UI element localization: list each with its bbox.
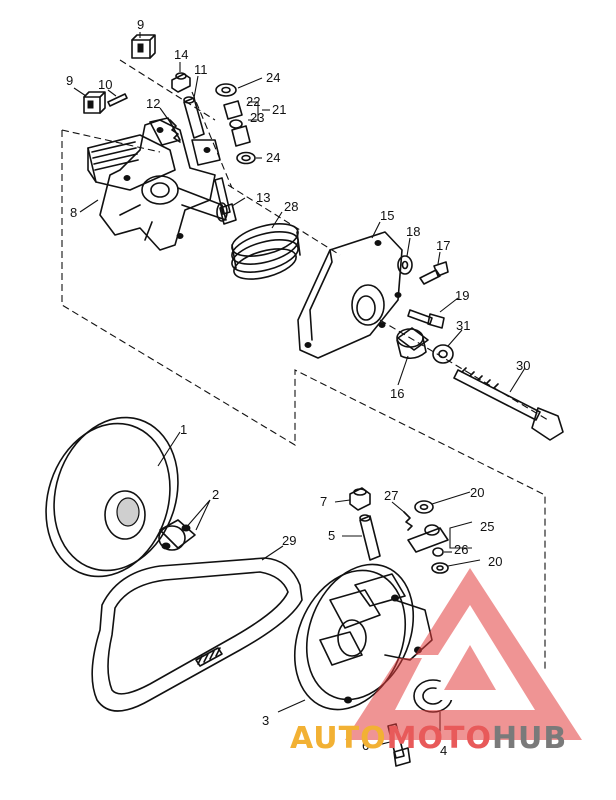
label-18: 18 <box>406 224 420 239</box>
spider-hub-assembly <box>87 117 228 251</box>
label-2: 2 <box>212 487 219 502</box>
washer-24b <box>236 151 256 165</box>
label-7: 7 <box>320 494 327 509</box>
label-22: 22 <box>246 94 260 109</box>
label-8: 8 <box>70 205 77 220</box>
pin-10 <box>107 93 128 107</box>
watermark-hub: HUB <box>492 721 567 756</box>
watermark-logo: AUTOMOTOHUB <box>290 568 582 756</box>
drive-belt-29 <box>91 557 303 712</box>
washer-26 <box>432 547 444 557</box>
label-3: 3 <box>262 713 269 728</box>
collar-2 <box>158 519 196 551</box>
assembly-boundary-lines <box>61 59 549 670</box>
bushing-14 <box>171 72 191 93</box>
label-21: 21 <box>272 102 286 117</box>
sleeve-11 <box>183 96 205 139</box>
spring-27 <box>403 511 413 531</box>
label-20-bottom: 20 <box>488 554 502 569</box>
washer-18 <box>397 255 413 275</box>
bushing-7 <box>349 487 371 511</box>
label-1: 1 <box>180 422 187 437</box>
spring-28 <box>231 223 301 280</box>
label-25: 25 <box>480 519 494 534</box>
spring-12 <box>169 119 181 143</box>
label-15: 15 <box>380 208 394 223</box>
label-14: 14 <box>174 47 188 62</box>
watermark-triangle-icon <box>345 568 582 740</box>
label-5: 5 <box>328 528 335 543</box>
screw-19 <box>407 309 445 329</box>
bushing-16 <box>396 327 429 360</box>
label-26: 26 <box>454 542 468 557</box>
label-12: 12 <box>146 96 160 111</box>
callout-labels: 9 14 11 9 10 12 24 22 21 23 24 13 8 28 1… <box>66 17 530 758</box>
slider-22-23 <box>223 100 251 147</box>
cover-15 <box>297 231 403 359</box>
label-29: 29 <box>282 533 296 548</box>
label-24-top: 24 <box>266 70 280 85</box>
label-9-left: 9 <box>66 73 73 88</box>
watermark-auto: AUTO <box>290 721 387 756</box>
label-9-top: 9 <box>137 17 144 32</box>
label-23: 23 <box>250 110 264 125</box>
washer-31 <box>432 344 454 364</box>
label-30: 30 <box>516 358 530 373</box>
label-11: 11 <box>194 62 208 77</box>
bolt-30 <box>453 367 564 441</box>
sheave-1 <box>45 416 179 578</box>
label-4: 4 <box>440 743 447 758</box>
label-24-bottom: 24 <box>266 150 280 165</box>
label-17: 17 <box>436 238 450 253</box>
label-16: 16 <box>390 386 404 401</box>
label-28: 28 <box>284 199 298 214</box>
roller-weight-9b <box>83 91 106 114</box>
label-20-top: 20 <box>470 485 484 500</box>
roller-weight-9a <box>131 34 156 59</box>
label-31: 31 <box>456 318 470 333</box>
washer-24a <box>215 83 237 97</box>
label-27: 27 <box>384 488 398 503</box>
washer-20b <box>431 562 449 574</box>
label-13: 13 <box>256 190 270 205</box>
label-19: 19 <box>455 288 469 303</box>
movable-sheave-3 <box>293 563 433 711</box>
watermark-moto: MOTO <box>387 721 492 756</box>
sleeve-5 <box>359 514 381 561</box>
washer-20a <box>414 500 434 514</box>
label-10: 10 <box>98 77 112 92</box>
screw-17 <box>419 261 449 285</box>
svg-text:AUTOMOTOHUB: AUTOMOTOHUB <box>290 721 567 756</box>
slider-25 <box>407 524 449 553</box>
label-6: 6 <box>362 738 369 753</box>
bolt-13 <box>214 177 237 225</box>
